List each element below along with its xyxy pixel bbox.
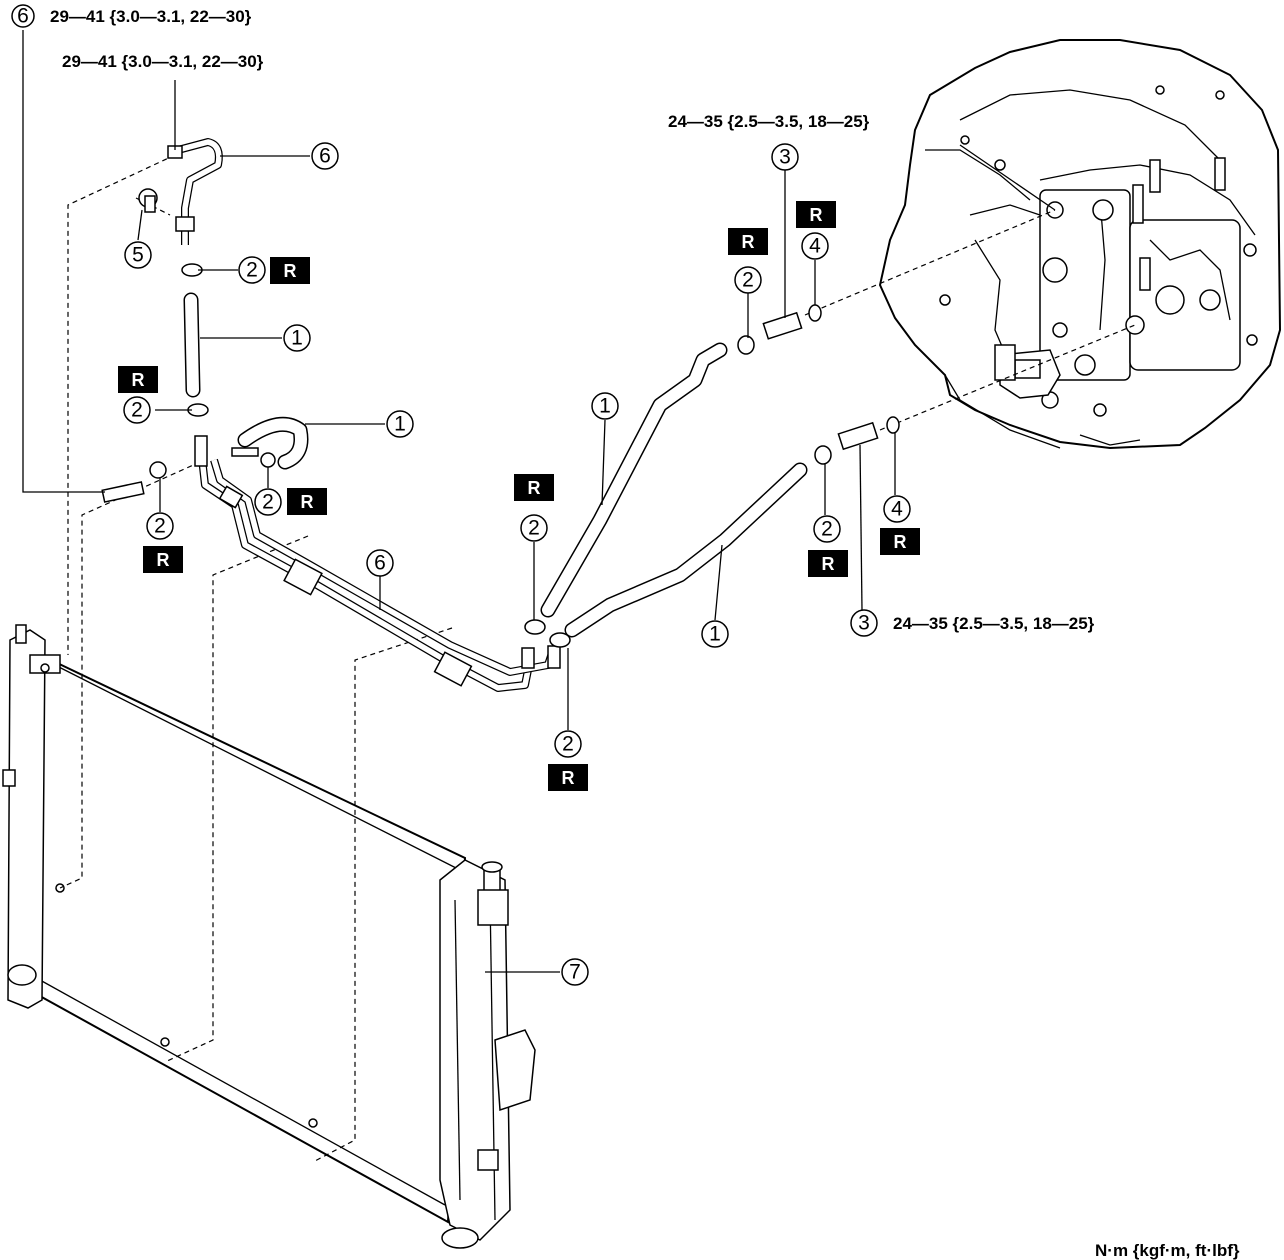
torque-spec-connector-upper: 24—35 {2.5—3.5, 18—25} <box>668 112 870 131</box>
svg-text:1: 1 <box>599 395 611 418</box>
svg-text:2: 2 <box>562 733 574 756</box>
svg-text:R: R <box>284 261 297 281</box>
svg-text:3: 3 <box>858 612 870 635</box>
svg-text:R: R <box>810 205 823 225</box>
torque-spec-pipe-fitting: 29—41 {3.0—3.1, 22—30} <box>62 52 264 71</box>
replace-badge: R <box>880 528 920 555</box>
svg-text:1: 1 <box>709 623 721 646</box>
callout-1-b: 1 <box>386 410 414 438</box>
bent-hose <box>231 416 309 470</box>
svg-text:6: 6 <box>374 552 386 575</box>
replace-badge: R <box>287 488 327 515</box>
svg-text:2: 2 <box>742 269 754 292</box>
svg-text:2: 2 <box>131 399 143 422</box>
short-hose <box>183 292 201 398</box>
oil-pipe-assembly <box>194 435 561 692</box>
svg-text:1: 1 <box>291 327 303 350</box>
svg-text:7: 7 <box>569 961 581 984</box>
callout-1-a: 1 <box>283 324 311 352</box>
callout-2-b: 2 <box>123 396 151 424</box>
callout-3-b: 3 <box>850 609 878 637</box>
transaxle-illustration <box>878 39 1282 450</box>
upper-oil-pipe <box>138 138 223 245</box>
svg-text:4: 4 <box>809 235 821 258</box>
callout-1-d: 1 <box>701 620 729 648</box>
radiator-illustration <box>2 624 536 1249</box>
callout-4-b: 4 <box>883 495 911 523</box>
svg-text:2: 2 <box>154 515 166 538</box>
svg-text:R: R <box>157 550 170 570</box>
replace-badge: R <box>514 474 554 501</box>
callout-4-a: 4 <box>801 232 829 260</box>
callout-3-a: 3 <box>771 143 799 171</box>
svg-text:6: 6 <box>319 145 331 168</box>
alignment-lines <box>59 154 1136 1163</box>
leader-lines <box>22 30 1056 973</box>
svg-text:2: 2 <box>528 517 540 540</box>
svg-text:R: R <box>822 554 835 574</box>
callout-7-radiator: 7 <box>561 958 589 986</box>
svg-text:6: 6 <box>17 5 29 28</box>
callout-6-upper-pipe: 6 <box>311 142 339 170</box>
svg-text:R: R <box>528 478 541 498</box>
svg-text:1: 1 <box>394 413 406 436</box>
callout-5-clip: 5 <box>124 241 152 269</box>
svg-text:5: 5 <box>132 244 144 267</box>
torque-units: N·m {kgf·m, ft·lbf} <box>1095 1241 1240 1260</box>
torque-spec-connector-lower: 24—35 {2.5—3.5, 18—25} <box>893 614 1095 633</box>
svg-text:R: R <box>894 532 907 552</box>
svg-text:R: R <box>742 232 755 252</box>
replace-badge: R <box>796 201 836 228</box>
replace-badge: R <box>270 257 310 284</box>
svg-text:3: 3 <box>779 146 791 169</box>
svg-text:R: R <box>301 492 314 512</box>
svg-text:4: 4 <box>891 498 903 521</box>
replace-badge: R <box>548 764 588 791</box>
svg-text:R: R <box>562 768 575 788</box>
svg-text:2: 2 <box>246 259 258 282</box>
replace-badge: R <box>808 550 848 577</box>
callout-2-d: 2 <box>146 512 174 540</box>
long-hoses <box>540 342 808 638</box>
callout-2-h: 2 <box>813 515 841 543</box>
torque-spec-pipe-bolt: 29—41 {3.0—3.1, 22—30} <box>50 7 252 26</box>
callout-2-e: 2 <box>520 514 548 542</box>
fasteners <box>101 263 900 648</box>
callout-1-c: 1 <box>591 392 619 420</box>
callout-2-a: 2 <box>238 256 266 284</box>
svg-text:2: 2 <box>821 518 833 541</box>
replace-badge: R <box>143 546 183 573</box>
callout-6-top: 6 <box>11 4 35 28</box>
svg-text:R: R <box>132 370 145 390</box>
replace-badge: R <box>118 366 158 393</box>
callout-2-f: 2 <box>554 730 582 758</box>
callout-2-c: 2 <box>254 488 282 516</box>
svg-text:2: 2 <box>262 491 274 514</box>
callout-6-main-pipe: 6 <box>366 549 394 577</box>
replace-badge: R <box>728 228 768 255</box>
callout-2-g: 2 <box>734 266 762 294</box>
